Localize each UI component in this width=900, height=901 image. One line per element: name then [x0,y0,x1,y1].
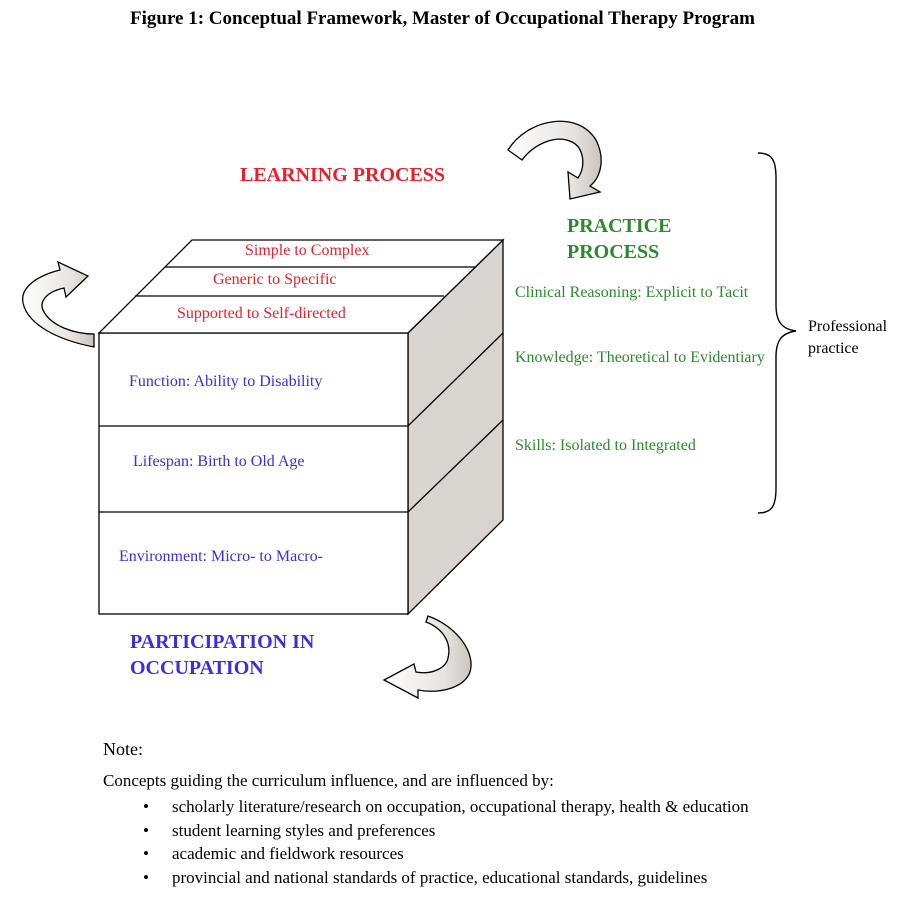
bullet-icon: • [143,867,149,887]
box-front-face [98,332,409,615]
note-label: Note: [103,739,143,759]
practice-process-heading-line1: PRACTICE [567,215,672,237]
participation-heading-line1: PARTICIPATION IN [130,631,315,653]
figure-title: Figure 1: Conceptual Framework, Master o… [130,8,755,29]
note-intro: Concepts guiding the curriculum influenc… [103,771,554,790]
learning-layer-2: Generic to Specific [213,271,337,288]
note-item-text: student learning styles and preferences [172,820,436,840]
curved-arrow-top [507,120,602,200]
note-item-text: provincial and national standards of pra… [172,867,708,887]
note-item-text: academic and fieldwork resources [172,844,404,863]
practice-item-2: Knowledge: Theoretical to Evidentiary [515,349,765,366]
curved-arrow-bottom [382,615,472,700]
list-item: • student learning styles and preferences [143,819,749,843]
participation-layer-1: Function: Ability to Disability [129,373,323,390]
learning-layer-3: Supported to Self-directed [177,305,346,322]
note-item-text: scholarly literature/research on occupat… [172,797,749,816]
bullet-icon: • [143,844,149,863]
learning-process-heading: LEARNING PROCESS [240,164,446,186]
practice-process-heading-line2: PROCESS [567,241,660,263]
practice-item-1: Clinical Reasoning: Explicit to Tacit [515,284,749,301]
list-item: • scholarly literature/research on occupa… [143,795,749,819]
participation-layer-3: Environment: Micro- to Macro- [119,548,323,565]
side-divider-2 [407,419,504,513]
list-item: • academic and fieldwork resources [143,842,749,866]
box-top-face [97,239,505,334]
list-item: • provincial and national standards of pr… [143,866,749,890]
bullet-icon: • [143,797,149,816]
participation-layer-2: Lifespan: Birth to Old Age [133,453,305,470]
note-list: • scholarly literature/research on occupa… [143,795,749,889]
bullet-icon: • [143,820,149,840]
learning-layer-1: Simple to Complex [245,242,370,259]
participation-heading-line2: OCCUPATION [130,657,264,679]
side-divider-1 [407,332,504,427]
practice-item-3: Skills: Isolated to Integrated [515,437,696,454]
professional-practice-brace [757,152,797,514]
curved-arrow-left [22,260,95,348]
professional-practice-label: Professional practice [808,318,888,357]
